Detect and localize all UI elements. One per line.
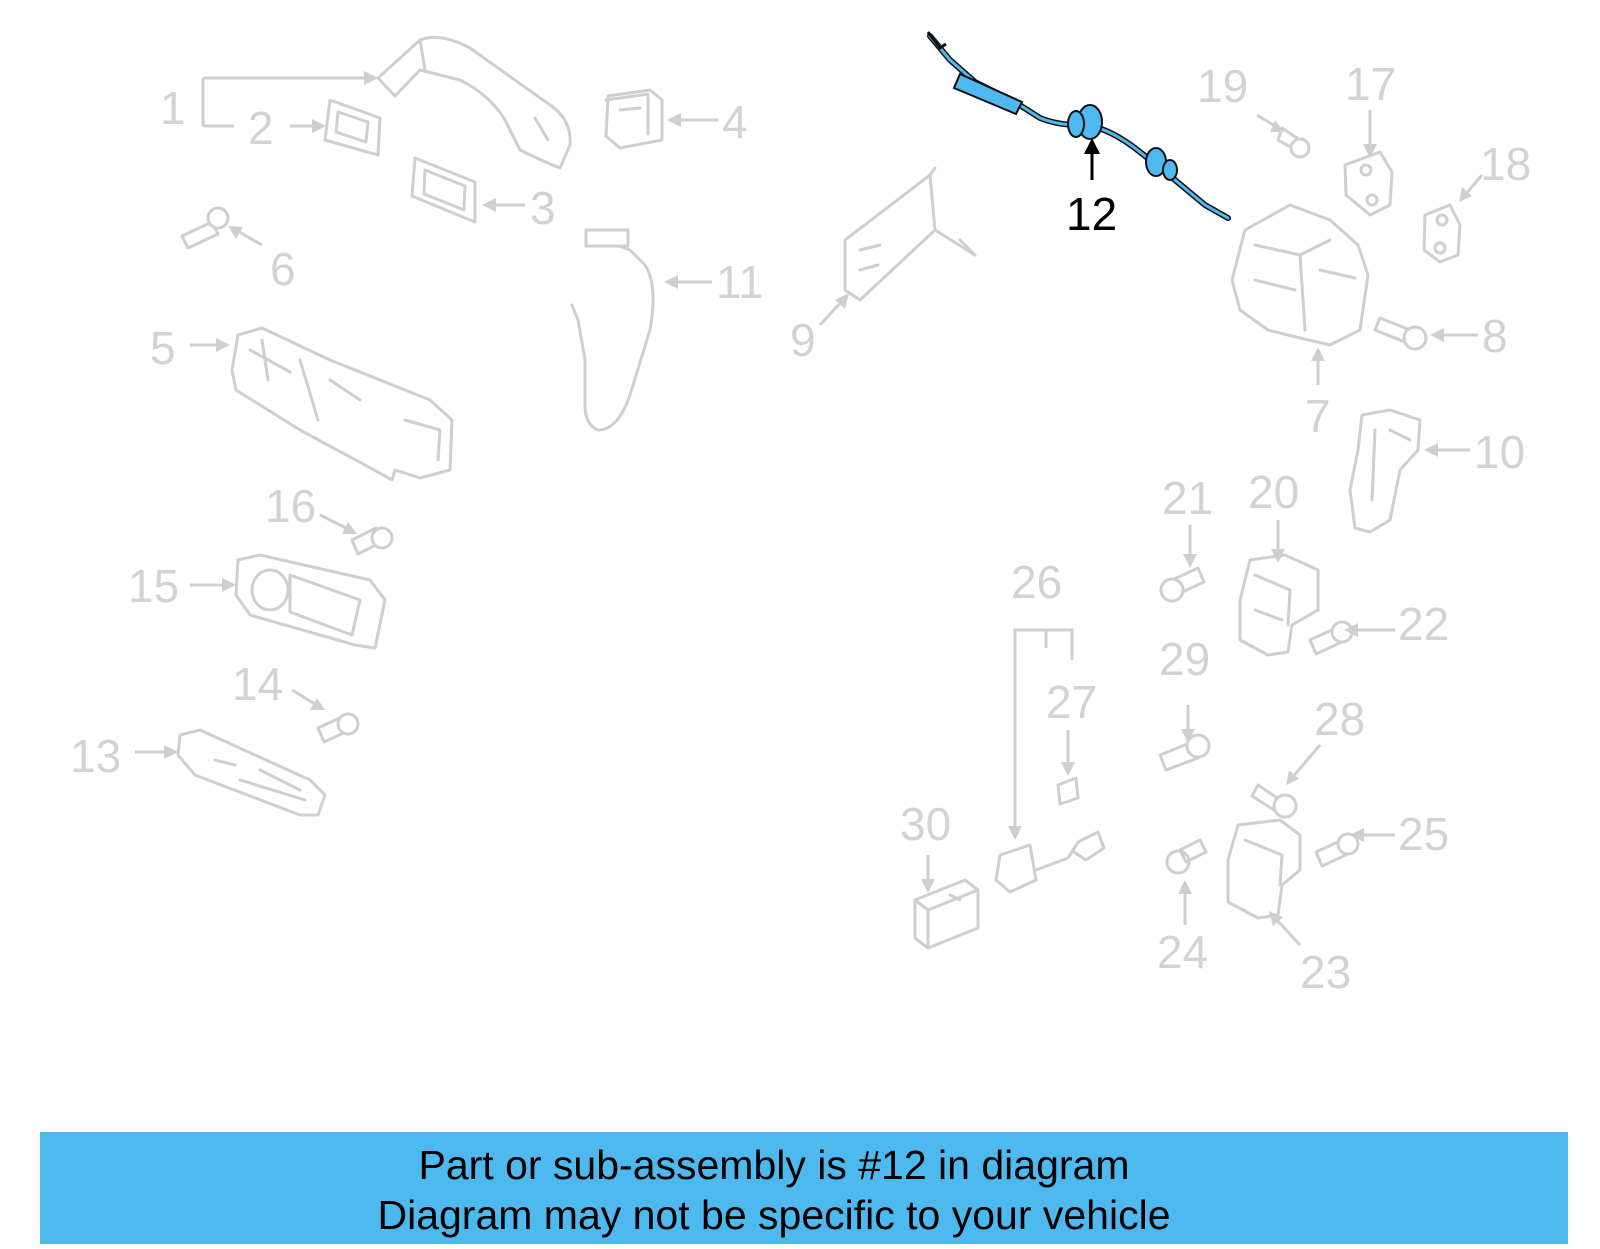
part-10-bracket <box>1348 408 1422 534</box>
callout-labels: 1 2 3 4 5 6 7 8 9 10 11 12 13 14 15 16 1… <box>70 58 1531 998</box>
part-12-cable-highlighted <box>926 31 1231 221</box>
label-20: 20 <box>1248 466 1299 518</box>
part-13-bezel <box>176 728 327 817</box>
part-28-bolt <box>1250 783 1298 819</box>
label-22: 22 <box>1398 598 1449 650</box>
label-7: 7 <box>1305 390 1331 442</box>
part-1-outer-handle <box>376 35 572 170</box>
label-17: 17 <box>1345 58 1396 110</box>
label-16: 16 <box>265 480 316 532</box>
label-28: 28 <box>1314 693 1365 745</box>
part-20-striker <box>1238 553 1320 657</box>
label-13: 13 <box>70 730 121 782</box>
label-6: 6 <box>270 243 296 295</box>
leader-lines <box>135 71 1484 947</box>
label-9: 9 <box>790 314 816 366</box>
label-11: 11 <box>716 256 764 308</box>
label-15: 15 <box>128 560 179 612</box>
part-9-bracket <box>843 166 977 302</box>
label-4: 4 <box>722 96 748 148</box>
part-8-bolt <box>1373 316 1428 351</box>
label-24: 24 <box>1157 926 1208 978</box>
label-23: 23 <box>1300 946 1351 998</box>
part-23-striker <box>1226 818 1302 920</box>
label-26: 26 <box>1011 556 1062 608</box>
part-21-bolt <box>1159 566 1206 603</box>
label-10: 10 <box>1474 426 1525 478</box>
label-14: 14 <box>232 658 283 710</box>
info-banner: Part or sub-assembly is #12 in diagram D… <box>40 1132 1568 1244</box>
label-25: 25 <box>1398 808 1449 860</box>
label-2: 2 <box>248 102 274 154</box>
part-24-bolt <box>1165 838 1208 875</box>
part-6-bolt <box>180 206 230 250</box>
part-11-cable <box>570 228 655 432</box>
banner-line-2: Diagram may not be specific to your vehi… <box>377 1192 1171 1238</box>
part-2-gasket <box>323 98 382 157</box>
label-3: 3 <box>530 182 556 234</box>
part-22-bolt <box>1308 620 1354 656</box>
part-25-bolt <box>1314 832 1360 868</box>
label-30: 30 <box>900 798 951 850</box>
label-1: 1 <box>160 82 186 134</box>
part-29-bolt <box>1158 733 1211 772</box>
label-18: 18 <box>1480 138 1531 190</box>
part-26-harness <box>994 830 1106 894</box>
part-16-bolt <box>350 526 394 556</box>
label-29: 29 <box>1159 633 1210 685</box>
label-8: 8 <box>1482 310 1508 362</box>
part-15-inner-handle <box>234 553 387 650</box>
part-5-handle-bracket <box>230 326 454 482</box>
part-3-gasket <box>410 156 477 224</box>
part-4-cap <box>604 88 664 150</box>
label-21: 21 <box>1162 472 1213 524</box>
banner-line-1: Part or sub-assembly is #12 in diagram <box>418 1142 1130 1188</box>
part-7-latch <box>1230 203 1370 347</box>
part-14-bolt <box>316 712 360 744</box>
part-18-plate <box>1422 203 1462 264</box>
label-27: 27 <box>1046 676 1097 728</box>
label-19: 19 <box>1197 60 1248 112</box>
part-19-bolt <box>1276 126 1311 159</box>
part-17-plate <box>1343 150 1394 217</box>
label-12: 12 <box>1066 188 1117 240</box>
part-27-clip <box>1056 776 1080 806</box>
label-5: 5 <box>150 322 176 374</box>
part-30-bumper <box>913 878 980 950</box>
